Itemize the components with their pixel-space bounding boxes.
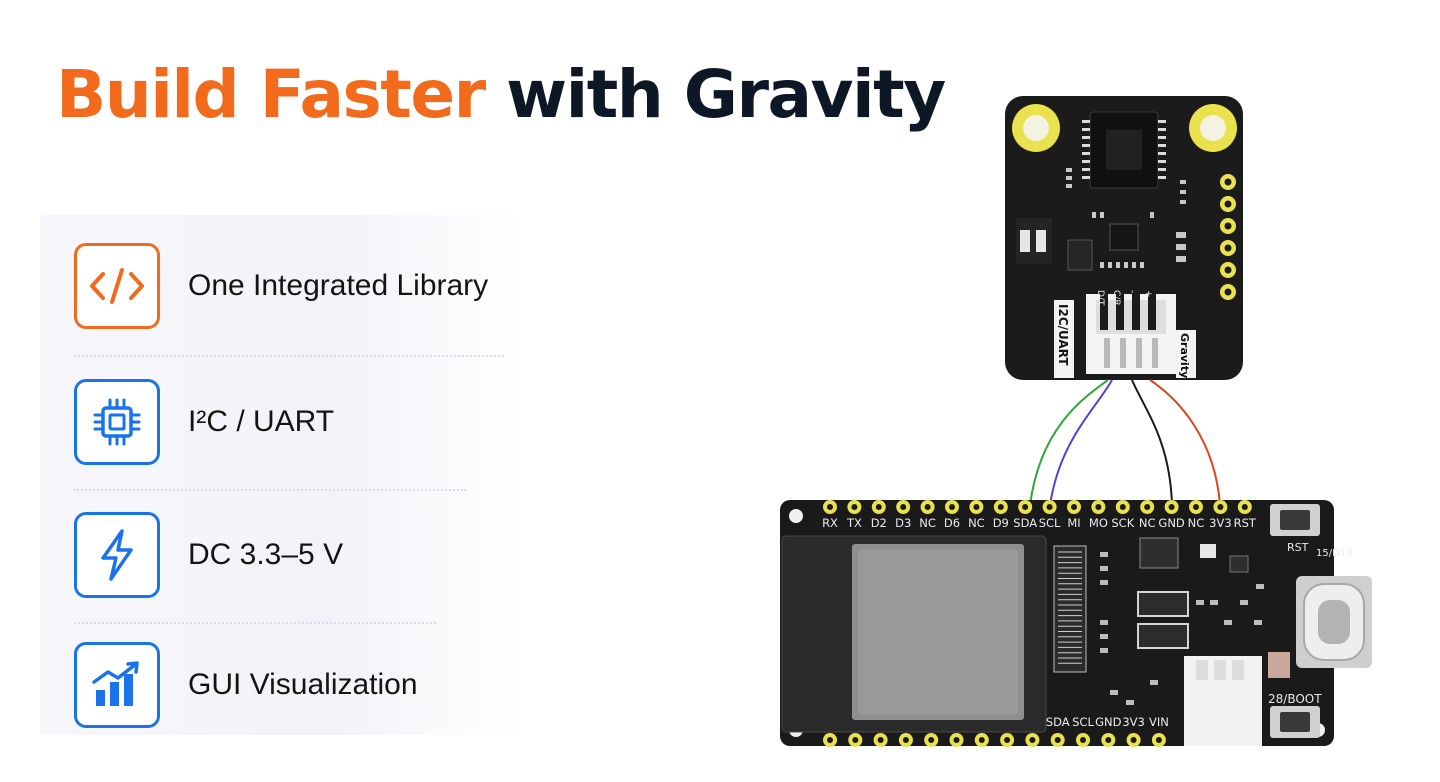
- hardware-illustration: D/T C/R - + I2C/UART Gravity: [780, 96, 1372, 747]
- pin-hole: [852, 737, 859, 743]
- divider: [74, 622, 436, 624]
- pin-label: MI: [1067, 516, 1080, 530]
- pin-hole: [1004, 737, 1011, 743]
- boot-label: 28/BOOT: [1268, 692, 1322, 706]
- pin-hole: [1130, 737, 1137, 743]
- pin-label: GND: [1095, 715, 1122, 729]
- pin-hole: [953, 737, 960, 743]
- feature-label: DC 3.3–5 V: [188, 538, 344, 571]
- pin-label: D3: [895, 516, 911, 530]
- divider: [74, 489, 466, 491]
- pin-label: D2: [871, 516, 887, 530]
- pin-hole: [1095, 504, 1102, 510]
- pin-hole: [1022, 504, 1029, 510]
- pin-label: 3V3: [1122, 715, 1145, 729]
- d13-label: 15/D13: [1316, 548, 1353, 559]
- pin-label: MO: [1089, 516, 1108, 530]
- sensor-connector-label: Gravity: [1178, 333, 1191, 378]
- pin-hole: [1144, 504, 1151, 510]
- pin-hole: [827, 504, 833, 510]
- pin-label: SCL: [1072, 715, 1094, 729]
- pin-label: NC: [919, 516, 936, 530]
- chart-icon: [74, 642, 160, 728]
- pin-hole: [877, 737, 884, 743]
- pin-hole: [1119, 504, 1126, 510]
- pin-hole: [928, 737, 935, 743]
- feature-item-gui: GUI Visualization: [74, 642, 514, 728]
- sensor-board: D/T C/R - + I2C/UART Gravity: [1005, 96, 1243, 380]
- pin-hole: [1155, 737, 1162, 743]
- pin-hole: [1080, 737, 1086, 743]
- pin-hole: [902, 737, 909, 743]
- wires: [1029, 379, 1221, 506]
- pin-hole: [1217, 504, 1224, 510]
- headline-accent: Build Faster: [56, 56, 486, 133]
- pin-hole: [1054, 737, 1061, 743]
- pin-label: 3V3: [1209, 516, 1232, 530]
- pin-label: SDA: [1013, 516, 1037, 530]
- sensor-mode-label: I2C/UART: [1056, 304, 1070, 366]
- pin-label: NC: [1139, 516, 1156, 530]
- chip-icon: [74, 379, 160, 465]
- pin-hole: [924, 504, 931, 510]
- pin-hole: [1071, 504, 1077, 510]
- feature-item-interface: I²C / UART: [74, 379, 514, 465]
- pin-hole: [1241, 504, 1248, 510]
- pin-hole: [1029, 737, 1036, 743]
- pin-label: SCL: [1039, 516, 1061, 530]
- pin-label: GND: [1158, 516, 1185, 530]
- pin-hole: [900, 504, 907, 510]
- pin-label: NC: [968, 516, 985, 530]
- divider: [74, 355, 504, 357]
- feature-label: One Integrated Library: [188, 269, 489, 302]
- sensor-pin-label: +: [1143, 290, 1153, 298]
- pin-hole: [1046, 504, 1053, 510]
- pin-label: NC: [1188, 516, 1205, 530]
- sensor-pin-label: C/R: [1111, 290, 1121, 306]
- pin-hole: [978, 737, 985, 743]
- pin-hole: [1168, 504, 1175, 510]
- code-icon: [74, 243, 160, 329]
- pin-hole: [1105, 737, 1112, 743]
- pin-label: SCK: [1111, 516, 1134, 530]
- pin-hole: [1193, 504, 1199, 510]
- lightning-icon: [74, 512, 160, 598]
- feature-item-library: One Integrated Library: [74, 243, 514, 329]
- pin-hole: [875, 504, 882, 510]
- pin-hole: [949, 504, 955, 510]
- rst-label: RST: [1287, 541, 1309, 554]
- page-title: Build Faster with Gravity: [56, 52, 946, 138]
- feature-item-power: DC 3.3–5 V: [74, 512, 514, 598]
- pin-label: RX: [822, 516, 838, 530]
- sensor-pin-label: -: [1127, 290, 1137, 293]
- sensor-pin-label: D/T: [1095, 290, 1105, 306]
- pin-hole: [851, 504, 858, 510]
- pin-label: VIN: [1149, 715, 1169, 729]
- pin-label: TX: [846, 516, 862, 530]
- feature-label: GUI Visualization: [188, 668, 418, 701]
- pin-hole: [997, 504, 1004, 510]
- pin-hole: [973, 504, 980, 510]
- headline-rest: with Gravity: [506, 56, 946, 133]
- pin-label: D9: [993, 516, 1009, 530]
- feature-label: I²C / UART: [188, 405, 335, 438]
- pin-label: SDA: [1046, 715, 1070, 729]
- pin-hole: [827, 737, 833, 743]
- pin-label: RST: [1234, 516, 1257, 530]
- pin-label: D6: [944, 516, 960, 530]
